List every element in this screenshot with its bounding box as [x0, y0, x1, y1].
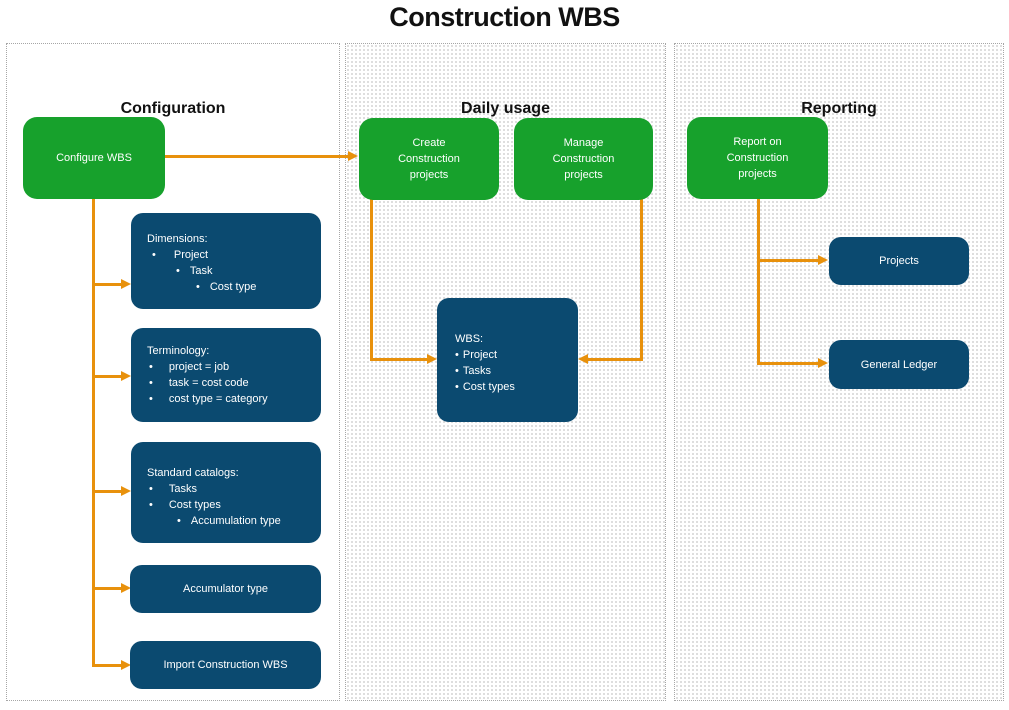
connector-create-down	[370, 199, 373, 361]
node-accumulator-type-label: Accumulator type	[183, 583, 268, 595]
node-standard-catalogs: Standard catalogs: Tasks Cost types Accu…	[131, 442, 321, 543]
connector-to-general-ledger-arrowhead-icon	[818, 358, 828, 368]
node-wbs-title: WBS:	[455, 333, 484, 345]
list-item: Project	[147, 247, 313, 263]
node-report-on-construction-projects-label: Report on Construction projects	[726, 136, 789, 180]
connector-create-to-wbs-arrowhead-icon	[427, 354, 437, 364]
connector-report-trunk	[757, 199, 760, 365]
list-item: project = job	[147, 359, 313, 375]
node-manage-construction-projects-label: Manage Construction projects	[552, 137, 615, 181]
node-create-construction-projects-label: Create Construction projects	[398, 137, 460, 181]
node-import-construction-wbs: Import Construction WBS	[130, 641, 321, 689]
node-create-construction-projects: Create Construction projects	[359, 118, 499, 200]
node-dimensions-title: Dimensions:	[147, 233, 208, 245]
node-configure-wbs-label: Configure WBS	[56, 152, 132, 164]
connector-to-projects-arrowhead-icon	[818, 255, 828, 265]
node-wbs: WBS: Project Tasks Cost types	[437, 298, 578, 422]
connector-to-dimensions-arrowhead-icon	[121, 279, 131, 289]
connector-to-standard-catalogs-arrowhead-icon	[121, 486, 131, 496]
panel-daily-usage-header: Daily usage	[461, 100, 550, 117]
node-general-ledger: General Ledger	[829, 340, 969, 389]
connector-to-standard-catalogs-line	[92, 490, 121, 493]
connector-to-terminology-arrowhead-icon	[121, 371, 131, 381]
node-import-construction-wbs-label: Import Construction WBS	[163, 659, 288, 671]
node-projects-label: Projects	[879, 255, 919, 267]
list-item: Tasks	[147, 481, 313, 497]
list-item: Accumulation type	[147, 513, 313, 529]
connector-to-projects-line	[757, 259, 818, 262]
node-manage-construction-projects: Manage Construction projects	[514, 118, 653, 200]
node-terminology: Terminology: project = job task = cost c…	[131, 328, 321, 422]
connector-to-import-line	[92, 664, 121, 667]
list-item: Tasks	[455, 363, 570, 379]
node-report-on-construction-projects: Report on Construction projects	[687, 117, 828, 199]
diagram-title: Construction WBS	[389, 2, 620, 32]
connector-to-accumulator-arrowhead-icon	[121, 583, 131, 593]
node-standard-catalogs-title: Standard catalogs:	[147, 467, 239, 479]
list-item: task = cost code	[147, 375, 313, 391]
connector-manage-to-wbs-arrowhead-icon	[578, 354, 588, 364]
list-item: Cost types	[455, 379, 570, 395]
node-general-ledger-label: General Ledger	[860, 358, 938, 371]
connector-to-accumulator-line	[92, 587, 121, 590]
list-item: cost type = category	[147, 391, 313, 407]
panel-configuration-header: Configuration	[120, 100, 226, 117]
connector-to-general-ledger-line	[757, 362, 818, 365]
node-projects: Projects	[829, 237, 969, 285]
connector-configure-trunk	[92, 198, 95, 667]
connector-to-terminology-line	[92, 375, 121, 378]
connector-manage-to-wbs-line	[588, 358, 643, 361]
list-item: Cost types	[147, 497, 313, 513]
connector-configure-to-create-line	[165, 155, 348, 158]
connector-to-dimensions-line	[92, 283, 121, 286]
node-dimensions: Dimensions: Project Task Cost type	[131, 213, 321, 309]
connector-manage-down	[640, 199, 643, 361]
connector-to-import-arrowhead-icon	[121, 660, 131, 670]
connector-create-to-wbs-line	[370, 358, 427, 361]
list-item: Cost type	[147, 279, 313, 295]
node-accumulator-type: Accumulator type	[130, 565, 321, 613]
panel-reporting-header: Reporting	[801, 100, 877, 117]
list-item: Project	[455, 347, 570, 363]
connector-configure-to-create-arrowhead-icon	[348, 151, 358, 161]
list-item: Task	[147, 263, 313, 279]
node-configure-wbs: Configure WBS	[23, 117, 165, 199]
node-terminology-title: Terminology:	[147, 345, 210, 357]
